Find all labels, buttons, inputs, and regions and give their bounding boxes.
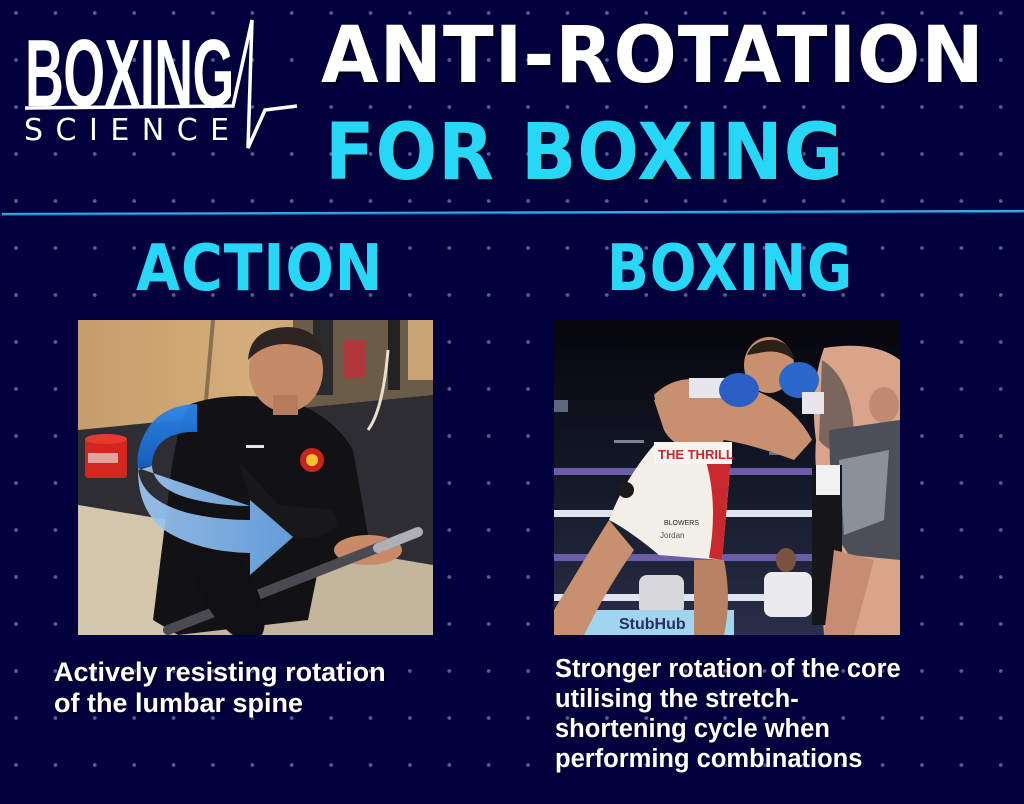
svg-text:StubHub: StubHub: [619, 616, 686, 633]
caption-line: Actively resisting rotation: [54, 657, 386, 687]
caption-line: performing combinations: [555, 745, 863, 773]
action-exercise-photo: [78, 320, 433, 635]
header-divider: [1, 209, 1024, 216]
caption-line: of the lumbar spine: [54, 688, 304, 718]
svg-text:Jordan: Jordan: [660, 531, 684, 540]
svg-text:BLOWERS: BLOWERS: [664, 520, 699, 527]
caption-line: shortening cycle when: [555, 715, 830, 743]
rotation-arrow-icon: [137, 404, 293, 575]
logo-subtitle: SCIENCE: [24, 113, 242, 148]
boxing-caption: Stronger rotation of the core utilising …: [555, 654, 995, 774]
section-heading-boxing: BOXING: [607, 232, 854, 306]
heartbeat-line-icon: [24, 19, 298, 149]
svg-text:THE THRILL: THE THRILL: [658, 447, 734, 462]
page-title-line1: ANTI-ROTATION: [321, 11, 985, 101]
action-caption: Actively resisting rotation of the lumba…: [54, 657, 524, 719]
page-title-line2: FOR BOXING: [325, 108, 845, 198]
section-heading-action: ACTION: [136, 232, 384, 306]
caption-line: Stronger rotation of the core: [555, 655, 901, 683]
caption-line: utilising the stretch-: [555, 685, 799, 713]
boxing-science-logo: BOXING SCIENCE: [22, 16, 302, 156]
boxing-match-photo: StubHub THE THRILL BLOWERS Jordan: [554, 320, 900, 635]
